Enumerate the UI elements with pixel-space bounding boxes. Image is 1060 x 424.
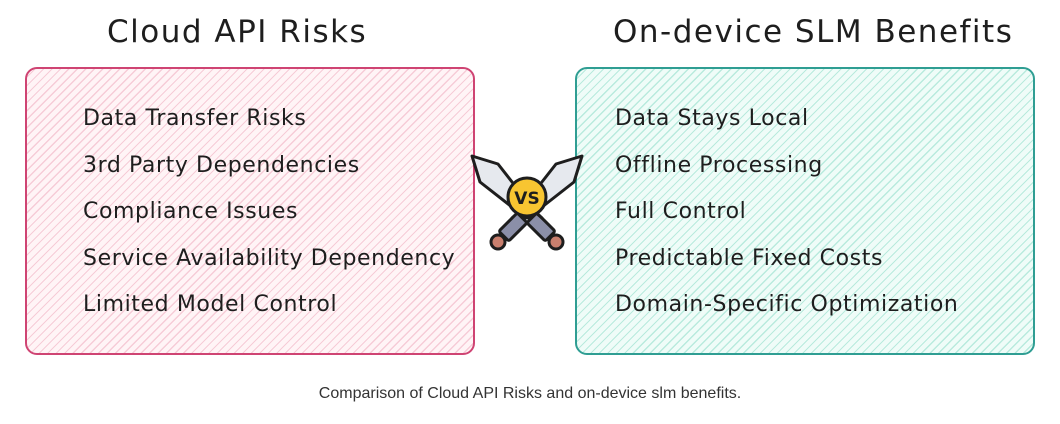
list-item: Data Transfer Risks xyxy=(83,106,307,131)
vs-label: VS xyxy=(514,189,539,209)
list-item: Offline Processing xyxy=(615,152,823,178)
list-item: Full Control xyxy=(615,199,747,224)
list-item: Predictable Fixed Costs xyxy=(615,245,884,271)
crossed-swords-icon: VS xyxy=(468,150,586,270)
slm-benefits-panel: Data Stays Local Offline Processing Full… xyxy=(575,67,1035,355)
list-item: Compliance Issues xyxy=(83,199,299,224)
right-panel-title: On-device SLM Benefits xyxy=(613,14,1014,50)
benefits-list: Data Stays Local Offline Processing Full… xyxy=(615,101,958,334)
list-item: 3rd Party Dependencies xyxy=(83,152,360,178)
list-item: Domain-Specific Optimization xyxy=(615,292,959,317)
cloud-api-risks-panel: Data Transfer Risks 3rd Party Dependenci… xyxy=(25,67,475,355)
left-panel-title: Cloud API Risks xyxy=(107,14,368,50)
list-item: Service Availability Dependency xyxy=(83,245,456,271)
list-item: Data Stays Local xyxy=(615,106,809,131)
risks-list: Data Transfer Risks 3rd Party Dependenci… xyxy=(83,101,455,334)
list-item: Limited Model Control xyxy=(83,292,338,317)
figure-caption: Comparison of Cloud API Risks and on-dev… xyxy=(318,385,742,402)
